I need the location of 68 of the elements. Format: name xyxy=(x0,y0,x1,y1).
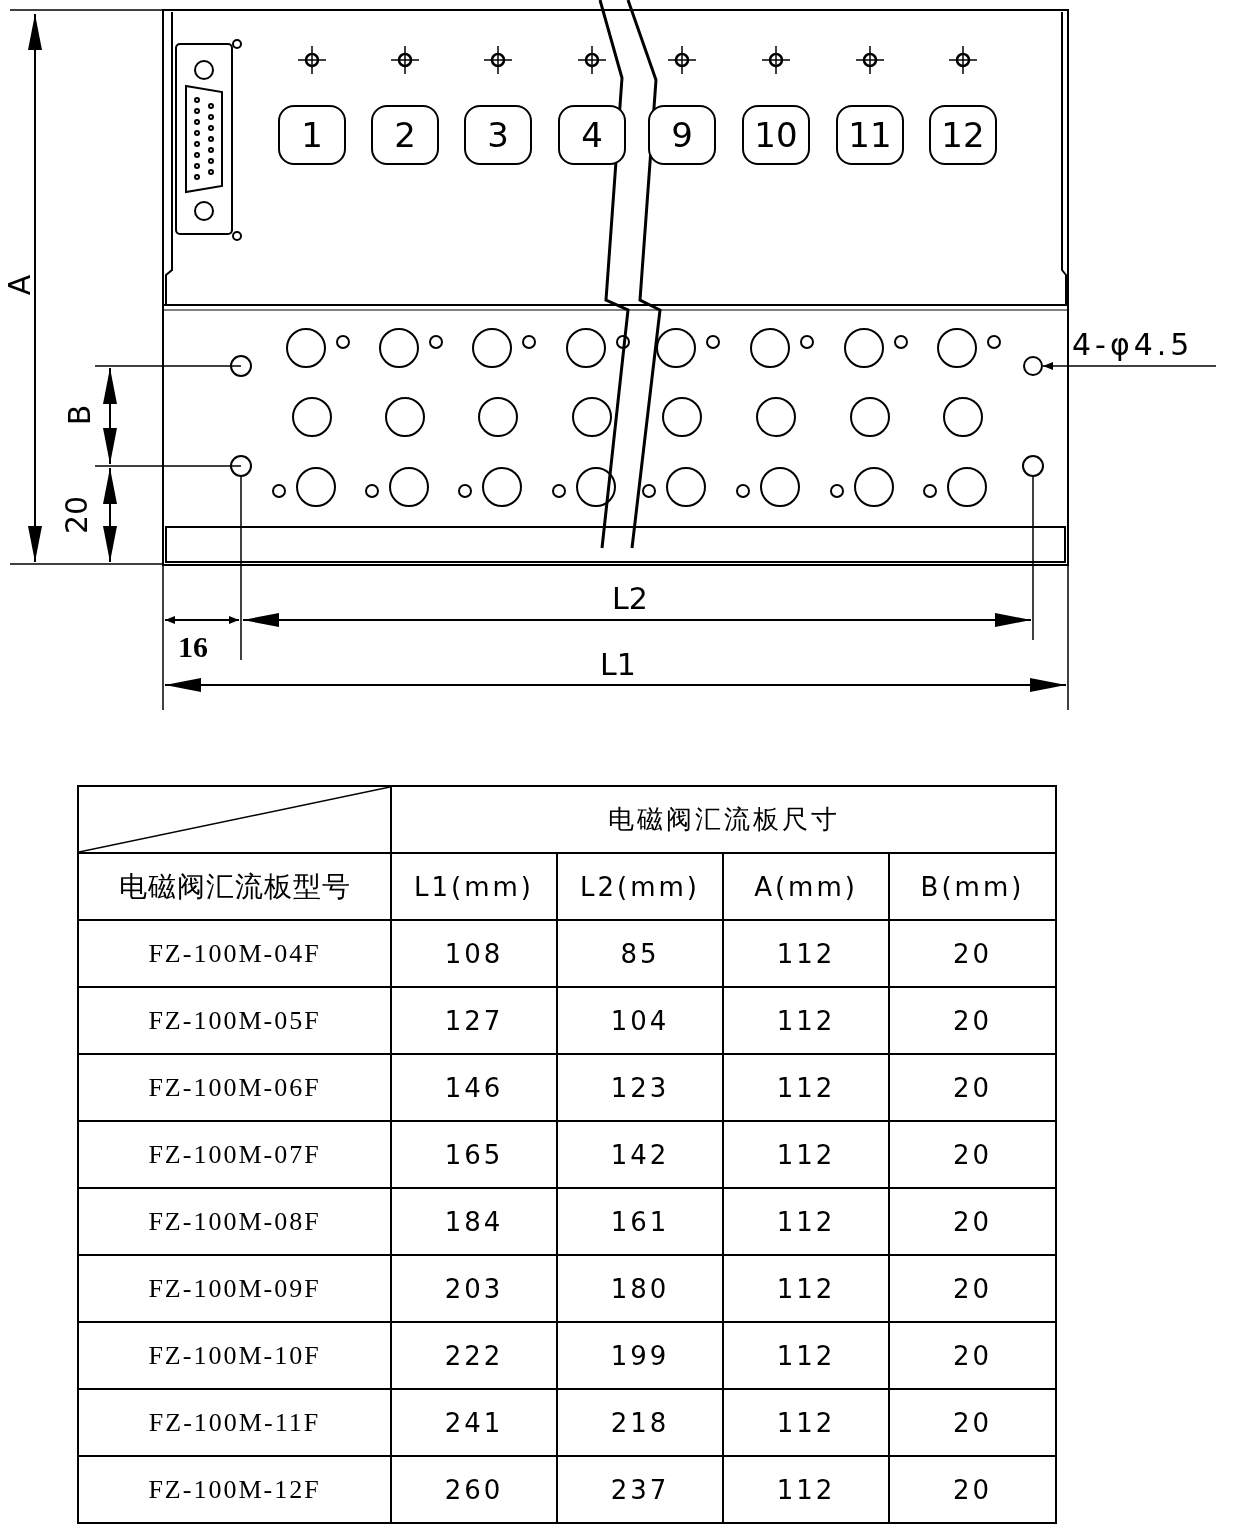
dimension-value: 146 xyxy=(391,1054,557,1121)
dimension-value: 20 xyxy=(889,1188,1056,1255)
model-number: FZ-100M-04F xyxy=(78,920,391,987)
column-header: A(mm) xyxy=(723,853,889,920)
dimension-label: B xyxy=(65,404,96,426)
model-number: FZ-100M-11F xyxy=(78,1389,391,1456)
dimension-label: 20 xyxy=(62,495,93,535)
dimension-value: 218 xyxy=(557,1389,723,1456)
model-number: FZ-100M-06F xyxy=(78,1054,391,1121)
leader-line xyxy=(1042,362,1217,370)
model-number: FZ-100M-12F xyxy=(78,1456,391,1523)
station-number: 4 xyxy=(558,105,626,165)
model-number: FZ-100M-07F xyxy=(78,1121,391,1188)
model-number: FZ-100M-10F xyxy=(78,1322,391,1389)
dimension-value: 112 xyxy=(723,920,889,987)
column-header: 电磁阀汇流板型号 xyxy=(78,853,391,920)
dimension-value: 20 xyxy=(889,987,1056,1054)
station-number: 11 xyxy=(836,105,904,165)
dimension-value: 112 xyxy=(723,1389,889,1456)
dimension-value: 20 xyxy=(889,1255,1056,1322)
dimension-value: 127 xyxy=(391,987,557,1054)
dimension-value: 222 xyxy=(391,1322,557,1389)
dimension-value: 20 xyxy=(889,1456,1056,1523)
dimension-value: 123 xyxy=(557,1054,723,1121)
table-header: 电磁阀汇流板尺寸 xyxy=(391,786,1056,853)
dimension-value: 184 xyxy=(391,1188,557,1255)
dimension-value: 20 xyxy=(889,920,1056,987)
station-number: 1 xyxy=(278,105,346,165)
station-number: 10 xyxy=(742,105,810,165)
dimension-value: 241 xyxy=(391,1389,557,1456)
dimension-value: 180 xyxy=(557,1255,723,1322)
dimension-label: L2 xyxy=(612,584,648,614)
dimension-value: 260 xyxy=(391,1456,557,1523)
dimension-value: 20 xyxy=(889,1121,1056,1188)
station-number: 12 xyxy=(929,105,997,165)
dimension-value: 20 xyxy=(889,1389,1056,1456)
dimension-value: 108 xyxy=(391,920,557,987)
dimension-value: 112 xyxy=(723,1456,889,1523)
hole-spec-label: 4-φ4.5 xyxy=(1072,330,1194,366)
dimension-label: L1 xyxy=(600,650,636,680)
dimension-value: 237 xyxy=(557,1456,723,1523)
station-number: 9 xyxy=(648,105,716,165)
model-number: FZ-100M-08F xyxy=(78,1188,391,1255)
dimension-value: 112 xyxy=(723,1322,889,1389)
dimension-value: 161 xyxy=(557,1188,723,1255)
column-header: L2(mm) xyxy=(557,853,723,920)
column-header: L1(mm) xyxy=(391,853,557,920)
dimension-value: 112 xyxy=(723,987,889,1054)
dimension-value: 20 xyxy=(889,1322,1056,1389)
model-number: FZ-100M-09F xyxy=(78,1255,391,1322)
dimension-label: A xyxy=(5,274,36,296)
dimension-value: 165 xyxy=(391,1121,557,1188)
station-number: 3 xyxy=(464,105,532,165)
dimension-value: 199 xyxy=(557,1322,723,1389)
dimension-value: 20 xyxy=(889,1054,1056,1121)
dimension-value: 85 xyxy=(557,920,723,987)
dimension-value: 112 xyxy=(723,1054,889,1121)
mounting-hole xyxy=(1023,356,1043,376)
column-header: B(mm) xyxy=(889,853,1056,920)
station-number: 2 xyxy=(371,105,439,165)
dimension-value: 112 xyxy=(723,1188,889,1255)
dimension-value: 112 xyxy=(723,1255,889,1322)
dimension-value: 104 xyxy=(557,987,723,1054)
dimension-value: 203 xyxy=(391,1255,557,1322)
dimension-value: 112 xyxy=(723,1121,889,1188)
model-number: FZ-100M-05F xyxy=(78,987,391,1054)
dimension-label: 16 xyxy=(178,632,208,662)
dimension-value: 142 xyxy=(557,1121,723,1188)
